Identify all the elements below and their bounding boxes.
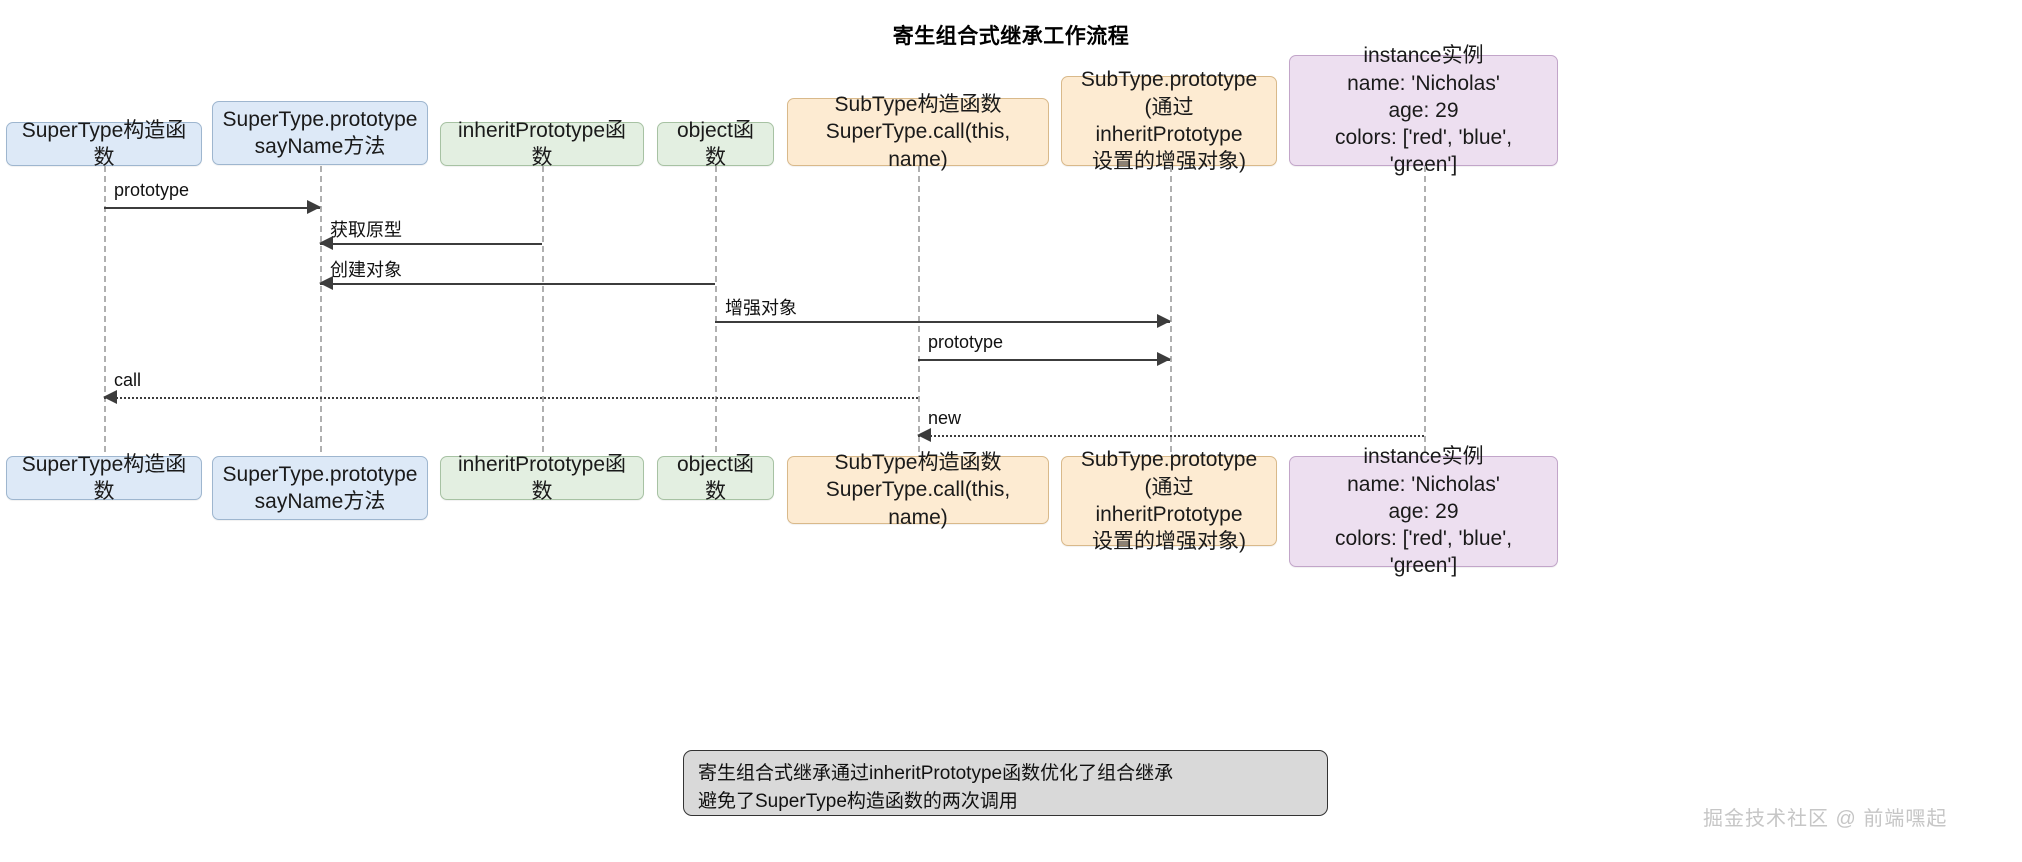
arrow-head-icon [1157, 314, 1171, 328]
actor-box-supertype-proto-top[interactable]: SuperType.prototype sayName方法 [212, 101, 428, 165]
actor-box-object-fn-bottom[interactable]: object函数 [657, 453, 774, 503]
actor-box-subtype-ctor-top[interactable]: SubType构造函数 SuperType.call(this, name) [787, 93, 1049, 171]
arrow-head-icon [319, 276, 333, 290]
actor-box-subtype-ctor-bottom[interactable]: SubType构造函数 SuperType.call(this, name) [787, 451, 1049, 529]
lifeline-instance [1424, 166, 1426, 452]
actor-box-supertype-proto-bottom[interactable]: SuperType.prototype sayName方法 [212, 456, 428, 520]
lifeline-subtype-ctor [918, 166, 920, 452]
message-label: 增强对象 [725, 298, 797, 318]
actor-box-object-fn-top[interactable]: object函数 [657, 119, 774, 169]
message-label: prototype [114, 180, 190, 200]
message-line [320, 283, 715, 285]
lifeline-supertype-ctor [104, 166, 106, 452]
message-label: 创建对象 [330, 260, 402, 280]
actor-box-supertype-ctor-bottom[interactable]: SuperType构造函数 [6, 453, 202, 503]
message-line [320, 243, 542, 245]
arrow-head-icon [1157, 352, 1171, 366]
lifeline-subtype-proto [1170, 166, 1172, 452]
arrow-head-icon [319, 236, 333, 250]
message-label: 获取原型 [330, 220, 402, 240]
message-line [715, 321, 1170, 323]
actor-box-supertype-ctor-top[interactable]: SuperType构造函数 [6, 119, 202, 169]
arrow-head-icon [103, 390, 117, 404]
message-label: new [928, 408, 962, 428]
actor-box-inherit-proto-bottom[interactable]: inheritPrototype函数 [440, 453, 644, 503]
message-label: prototype [928, 332, 1004, 352]
actor-box-subtype-proto-bottom[interactable]: SubType.prototype (通过inheritPrototype 设置… [1061, 448, 1277, 553]
arrow-head-icon [307, 200, 321, 214]
message-line [918, 359, 1170, 361]
note-box: 寄生组合式继承通过inheritPrototype函数优化了组合继承 避免了Su… [683, 750, 1328, 816]
actor-box-instance-bottom[interactable]: instance实例 name: 'Nicholas' age: 29 colo… [1289, 445, 1558, 577]
watermark: 掘金技术社区 @ 前端嘿起 [1703, 808, 1948, 830]
lifeline-inherit-proto [542, 166, 544, 452]
actor-box-subtype-proto-top[interactable]: SubType.prototype (通过inheritPrototype 设置… [1061, 68, 1277, 173]
message-label: call [114, 370, 142, 390]
lifeline-supertype-proto [320, 166, 322, 452]
message-line [104, 207, 320, 209]
message-line [918, 435, 1424, 437]
lifeline-object-fn [715, 166, 717, 452]
actor-box-inherit-proto-top[interactable]: inheritPrototype函数 [440, 119, 644, 169]
arrow-head-icon [917, 428, 931, 442]
actor-box-instance-top[interactable]: instance实例 name: 'Nicholas' age: 29 colo… [1289, 44, 1558, 176]
page-title: 寄生组合式继承工作流程 [892, 25, 1130, 48]
message-line [104, 397, 918, 399]
